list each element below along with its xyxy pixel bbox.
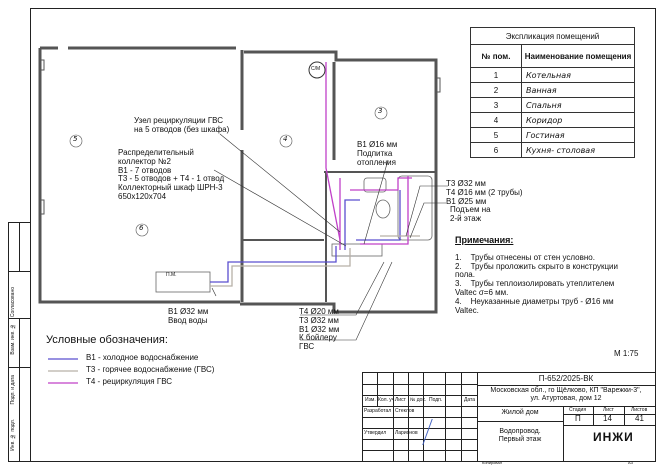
callout-water-inlet: В1 Ø32 мм Ввод воды: [168, 307, 209, 325]
callout-recirc-node: Узел рециркуляции ГВС на 5 отводов (без …: [134, 116, 230, 134]
sheet-header: Лист: [603, 407, 614, 413]
legend-item-hot: Т3 - горячее водоснабжение (ГВС): [86, 365, 215, 374]
object-name: Жилой дом: [501, 409, 539, 416]
legend-item-cold: В1 - холодное водоснабжение: [86, 353, 199, 362]
sheet-value: 14: [603, 414, 612, 423]
outer-wall: [38, 48, 240, 304]
stamp-role-dev: Разработал: [364, 408, 392, 414]
sheets-header: Листов: [631, 407, 648, 413]
pipe-hot: [210, 248, 351, 287]
stamp-col-izm: Изм.: [365, 397, 376, 403]
callout-collector: Распределительный коллектор №2 В1 - 7 от…: [118, 148, 225, 201]
callout-riser: Т3 Ø32 мм Т4 Ø16 мм (2 трубы) В1 Ø25 мм …: [446, 179, 523, 224]
address: Московская обл., го Щёлково, КП "Варежки…: [490, 387, 642, 402]
stamp-col-list: Лист: [395, 397, 406, 403]
format-label: А3: [628, 460, 633, 465]
room-number-6: 6: [139, 224, 144, 232]
window: [39, 59, 45, 71]
legend-title: Условные обозначения:: [46, 334, 168, 346]
side-strip: Согласовано Взам. инв. № Подп. и дата Ин…: [8, 222, 31, 462]
stamp-role-approve: Утвердил: [364, 430, 387, 436]
callout-heating: В1 Ø16 мм Подпитка отопления: [357, 140, 398, 167]
stage-header: Стадия: [569, 407, 587, 413]
explication-header-num: № пом.: [470, 44, 522, 68]
sink: [363, 177, 387, 193]
pipe-cold: [344, 199, 360, 250]
leader-line: [300, 261, 393, 341]
legend-item-recirc: Т4 - рециркуляция ГВС: [86, 377, 173, 386]
room-number-4: 4: [283, 135, 288, 143]
title-block: Изм. Кол. уч. Лист № док. Подп. Дата Раз…: [362, 372, 656, 462]
notes: Примечания: 1. Трубы отнесены от стен ус…: [455, 235, 618, 315]
explication-title: Экспликация помещений: [470, 27, 635, 45]
window: [39, 199, 45, 215]
stamp-col-kol: Кол. уч.: [378, 397, 396, 403]
washer-symbol: [308, 61, 326, 79]
leader-line: [405, 185, 448, 237]
pipe-recirc: [360, 176, 409, 245]
room-number-5: 5: [73, 135, 78, 143]
pm-cabinet: [155, 271, 211, 293]
stage-value: П: [575, 414, 581, 423]
leader-line: [363, 159, 389, 245]
stamp-col-date: Дата: [464, 397, 476, 403]
pipe-cold: [210, 246, 337, 283]
pm-label: П.М.: [166, 272, 177, 278]
leader-line: [211, 287, 217, 297]
leader-line: [213, 169, 347, 247]
company-logo: ИНЖИ: [593, 430, 634, 444]
explication-header-name: Наименование помещения: [521, 44, 635, 68]
stamp-name-approve: Ларионов: [395, 430, 418, 436]
sheets-value: 41: [635, 414, 644, 423]
leader-line: [409, 202, 446, 239]
toilet: [375, 199, 391, 219]
sheet-title: Водопровод. Первый этаж: [498, 428, 542, 443]
sheet-frame: [30, 8, 656, 462]
pipe-recirc: [350, 177, 412, 191]
stamp-name-dev: Стеклов: [395, 408, 415, 414]
room-number-3: 3: [378, 107, 383, 115]
pipe-recirc: [325, 62, 341, 250]
washer-label: С/М: [311, 66, 321, 72]
stamp-col-doc: № док.: [410, 397, 427, 403]
doc-code: П-652/2025-ВК: [538, 374, 594, 383]
callout-boiler: Т4 Ø20 мм Т3 Ø32 мм В1 Ø32 мм К бойлеру …: [299, 307, 340, 352]
leader-line: [300, 261, 385, 316]
leader-line: [219, 133, 341, 233]
explication-table: Экспликация помещений № пом. Наименовани…: [470, 27, 635, 158]
notes-title: Примечания:: [455, 235, 514, 245]
stamp-col-sign: Подп.: [429, 397, 443, 403]
bathtub: [397, 175, 433, 241]
copied-label: Копировал: [482, 460, 503, 465]
scale-label: М 1:75: [614, 349, 639, 358]
pipe-cold: [356, 190, 401, 241]
window: [435, 77, 441, 93]
